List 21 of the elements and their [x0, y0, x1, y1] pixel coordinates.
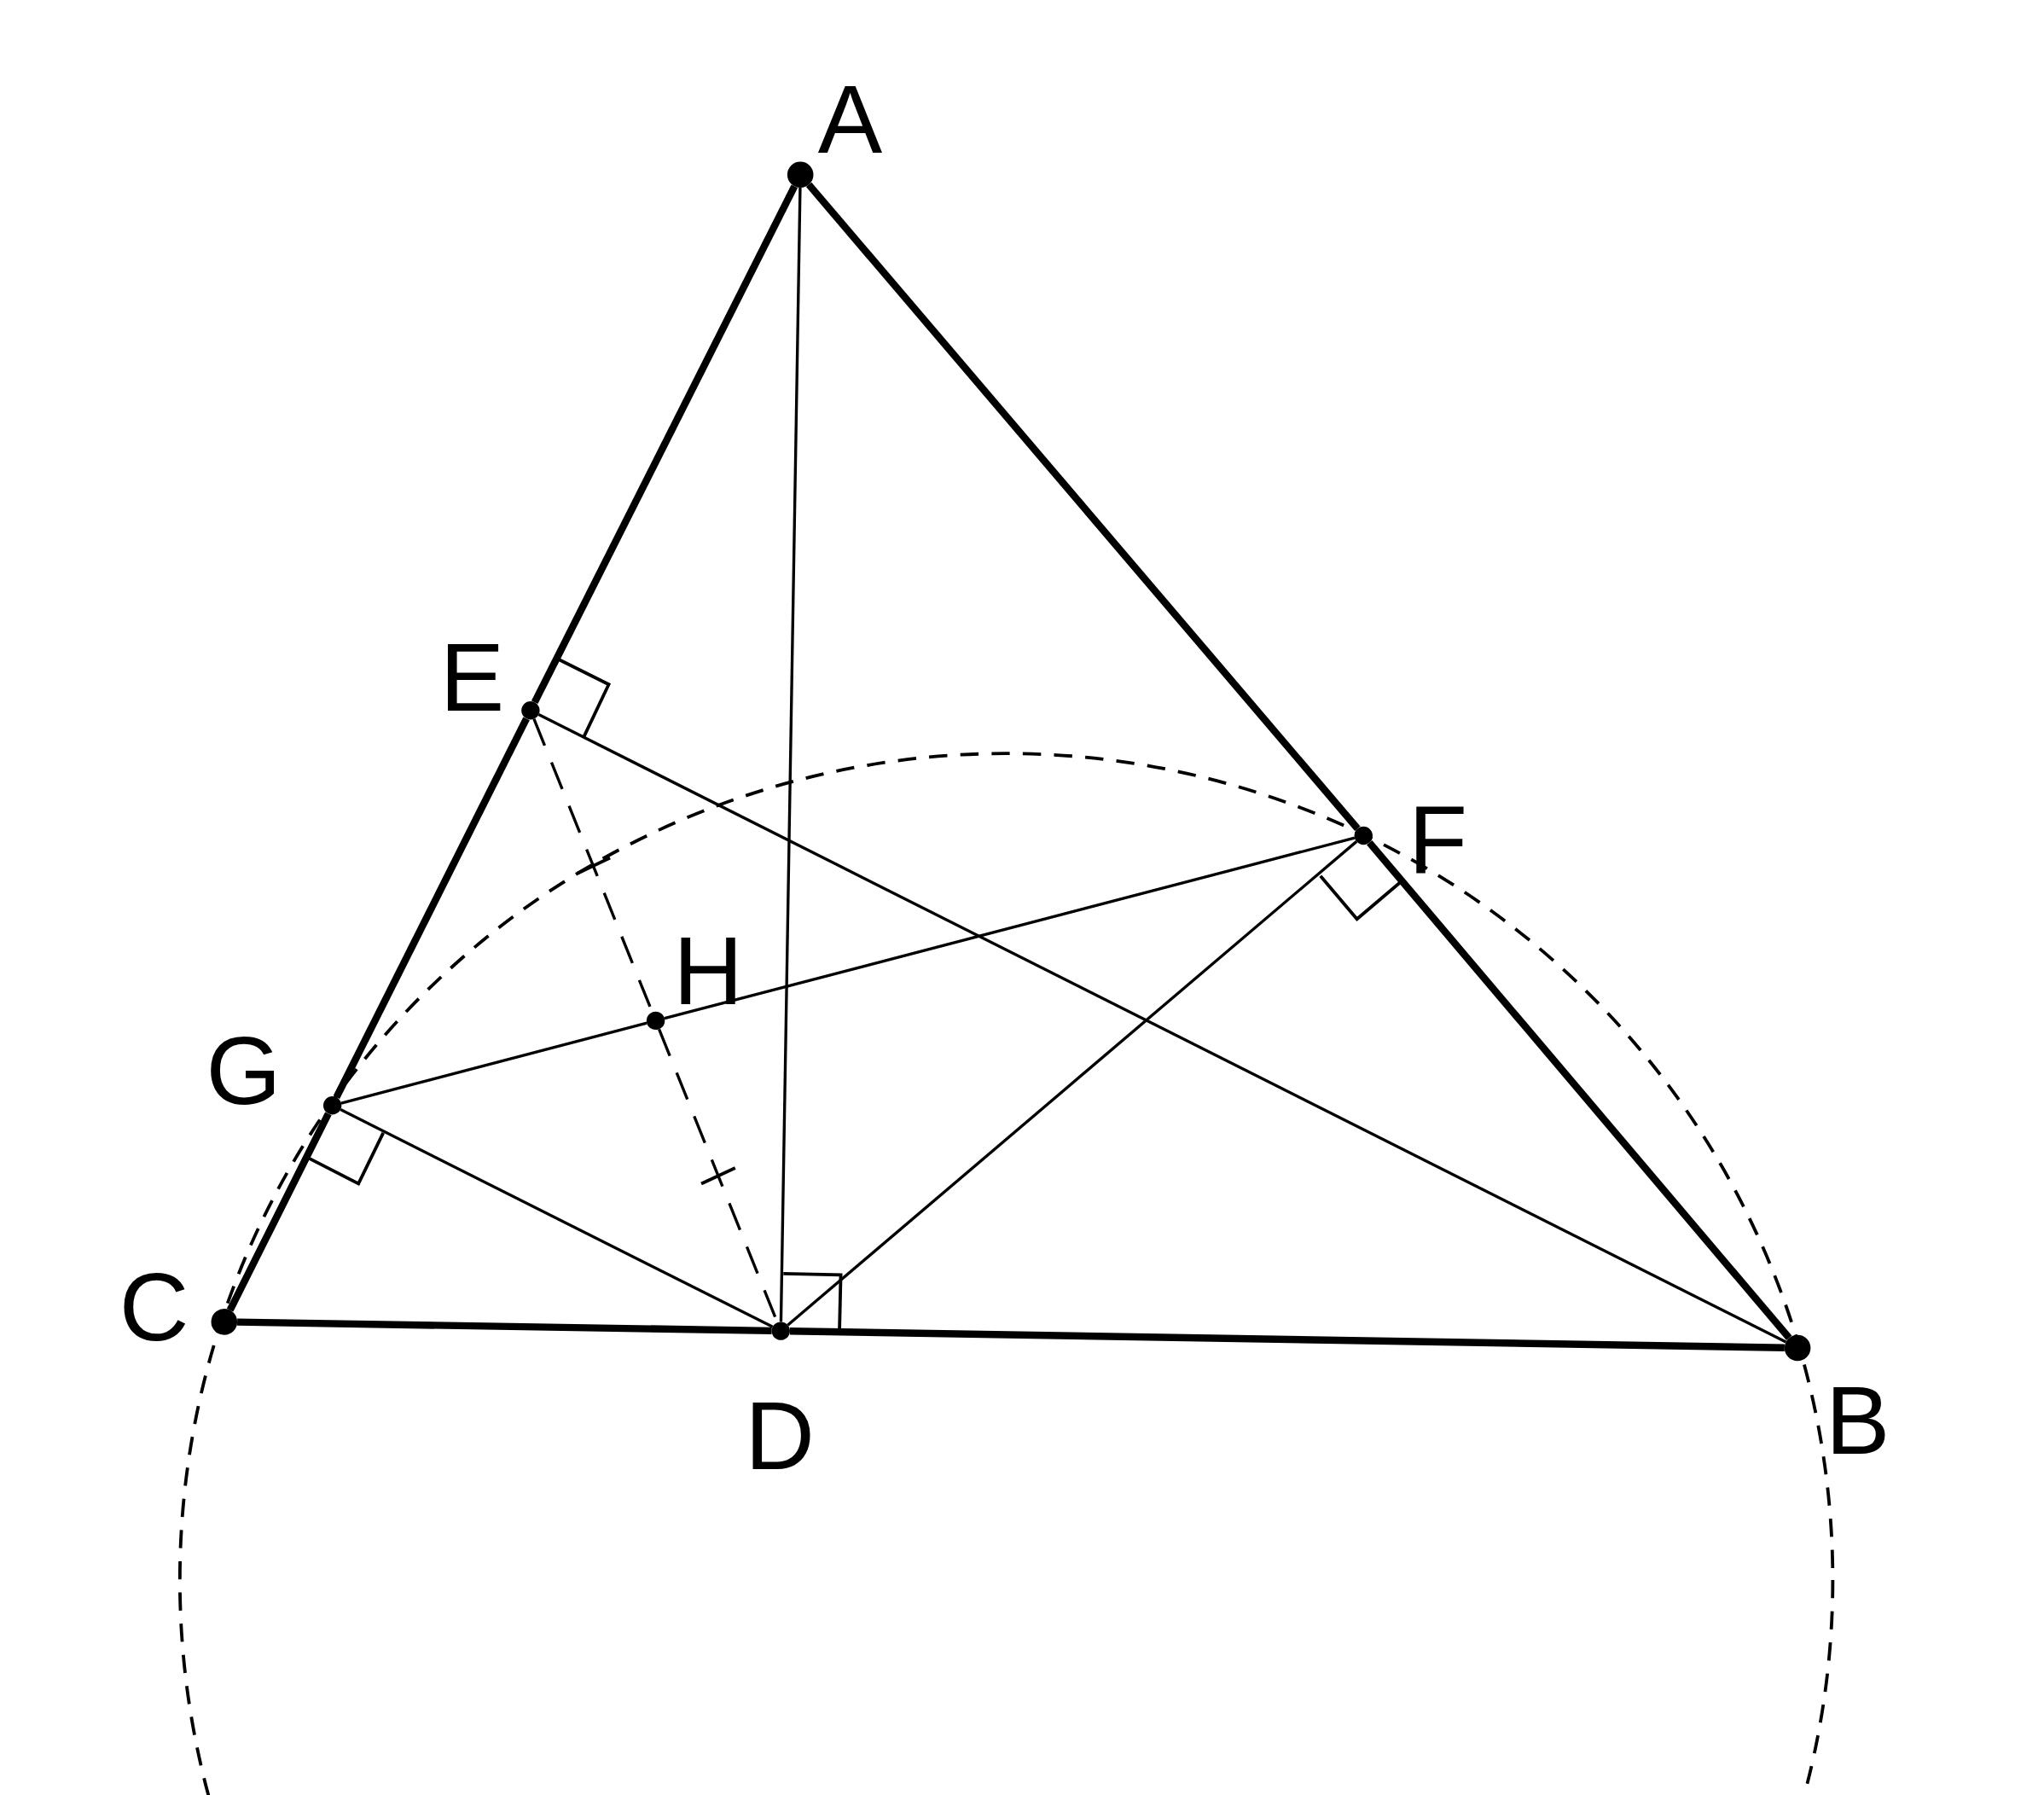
line-segment	[787, 840, 1358, 1327]
point-label: D	[745, 1388, 815, 1485]
line-segment	[789, 1327, 1785, 1351]
point-label: G	[206, 1023, 282, 1120]
line-segment	[237, 1318, 772, 1335]
line-segment	[531, 184, 798, 705]
line-segment	[805, 182, 1361, 832]
line-segment	[779, 188, 802, 1322]
line-segment	[333, 717, 530, 1100]
point-label: B	[1825, 1373, 1890, 1470]
point-label: H	[673, 922, 743, 1019]
line-segment	[340, 1108, 774, 1328]
line-segment	[537, 713, 1787, 1344]
point-label: A	[817, 72, 883, 169]
line-segment	[340, 1021, 647, 1105]
point-label: E	[439, 630, 505, 727]
line-segment	[664, 836, 1356, 1020]
line-segment	[226, 1112, 332, 1312]
point-label: F	[1408, 793, 1468, 890]
point-label: C	[119, 1259, 189, 1356]
line-segment	[1367, 839, 1792, 1340]
